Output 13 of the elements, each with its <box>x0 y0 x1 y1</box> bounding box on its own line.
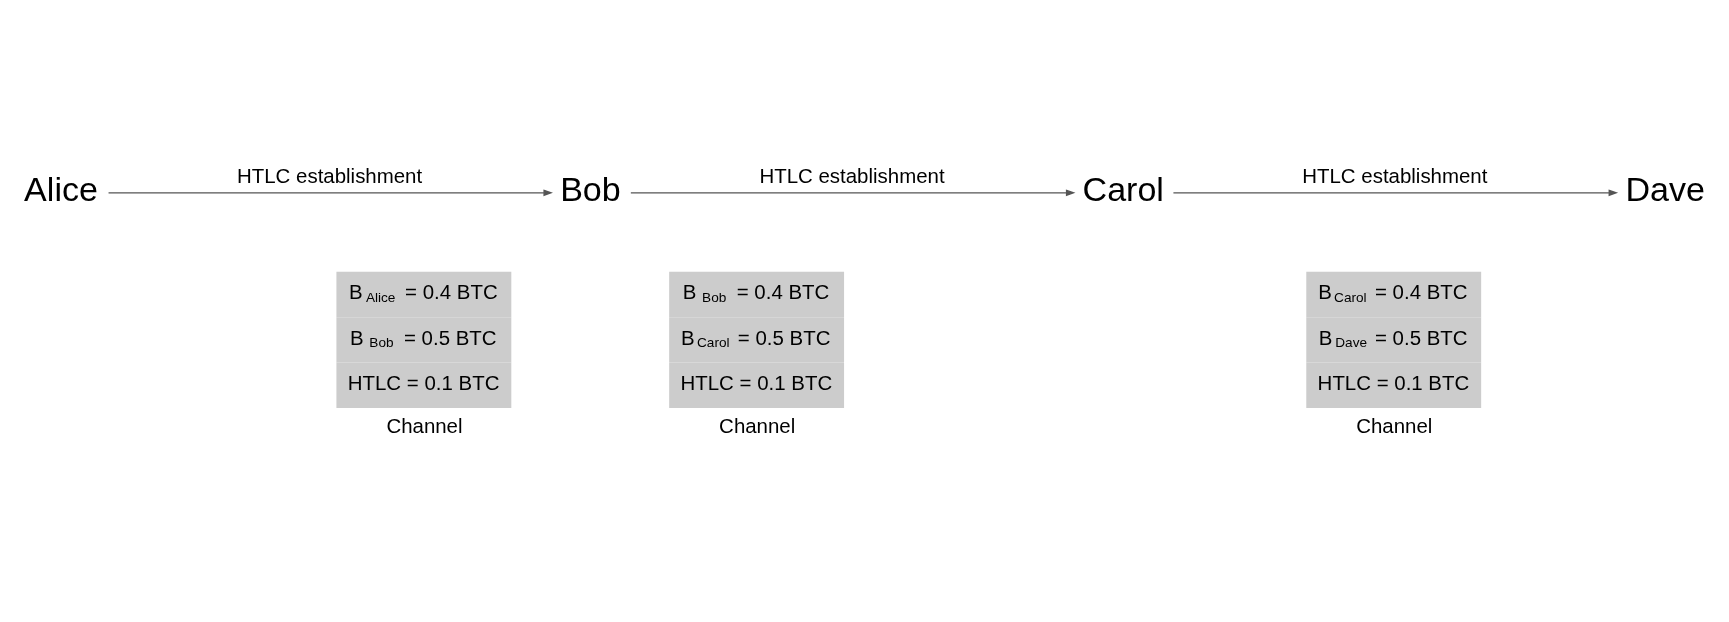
arrow <box>1172 189 1619 196</box>
arrow <box>107 189 553 196</box>
arrow <box>630 189 1076 196</box>
node-label: Channel <box>1356 413 1433 437</box>
node-label: Channel <box>719 413 796 437</box>
edge-label: HTLC establishment <box>759 163 945 187</box>
edge-label: HTLC establishment <box>237 163 423 187</box>
node-text: Alice <box>24 169 98 208</box>
node-text: Bob <box>560 169 621 208</box>
node-text: Carol <box>1082 169 1164 208</box>
edge-label: HTLC establishment <box>1302 163 1488 187</box>
node-text: Dave <box>1625 169 1705 208</box>
node-label: Channel <box>386 413 463 437</box>
